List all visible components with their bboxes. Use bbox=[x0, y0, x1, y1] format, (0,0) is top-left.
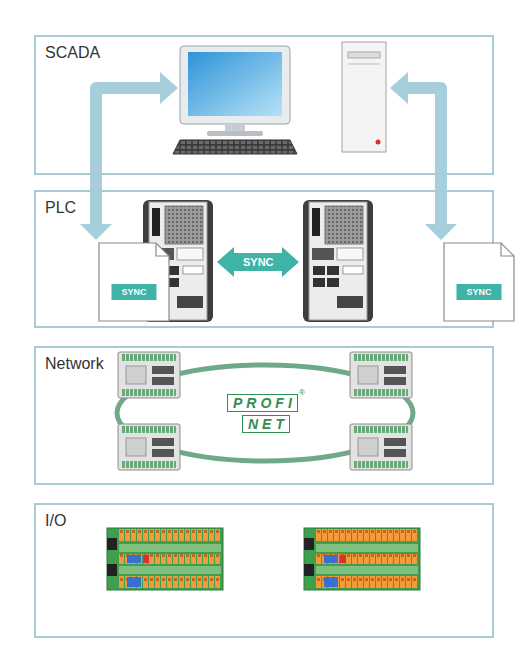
sync-arrow bbox=[217, 247, 299, 277]
document-page bbox=[444, 243, 514, 321]
logo-text: PROFI bbox=[227, 394, 298, 412]
document-label: SYNC bbox=[456, 284, 501, 300]
power-led bbox=[376, 140, 381, 145]
document-label: SYNC bbox=[111, 284, 156, 300]
band-heading: PLC bbox=[45, 199, 76, 217]
plc-device bbox=[303, 200, 373, 322]
document-shape bbox=[98, 242, 170, 322]
band-heading: Network bbox=[45, 355, 104, 373]
band-heading: SCADA bbox=[45, 44, 100, 62]
arrow-head bbox=[80, 224, 112, 240]
monitor-screen bbox=[188, 52, 282, 116]
io-module bbox=[304, 528, 420, 590]
io-band: I/O bbox=[34, 503, 494, 638]
sync-document: SYNC bbox=[443, 242, 515, 322]
monitor-bezel bbox=[180, 46, 290, 124]
keyboard bbox=[173, 140, 297, 154]
network-switch bbox=[350, 424, 412, 470]
network-switch bbox=[350, 352, 412, 398]
scada-band: SCADA bbox=[34, 35, 494, 175]
tower bbox=[342, 42, 386, 152]
drive-line bbox=[348, 64, 380, 65]
arrow-head bbox=[425, 224, 457, 240]
logo-text: NET bbox=[242, 415, 290, 433]
arrow-label: SYNC bbox=[243, 256, 274, 268]
document-shape bbox=[443, 242, 515, 322]
data-arrow bbox=[390, 72, 457, 240]
monitor-stand bbox=[225, 124, 245, 132]
arrow-head bbox=[160, 72, 178, 104]
network-switch bbox=[118, 424, 180, 470]
drive-bay bbox=[348, 52, 380, 58]
network-switch bbox=[118, 352, 180, 398]
tower-case bbox=[342, 42, 386, 152]
arrow-shaft bbox=[406, 88, 441, 226]
monitor-base bbox=[207, 131, 263, 136]
sync-document: SYNC bbox=[98, 242, 170, 322]
io-module bbox=[107, 528, 223, 590]
document-fold bbox=[501, 243, 514, 256]
band-heading: I/O bbox=[45, 512, 66, 530]
document-page bbox=[99, 243, 169, 321]
document-fold bbox=[156, 243, 169, 256]
arrow-head bbox=[390, 72, 408, 104]
trademark: ® bbox=[299, 388, 305, 397]
monitor bbox=[173, 46, 297, 154]
